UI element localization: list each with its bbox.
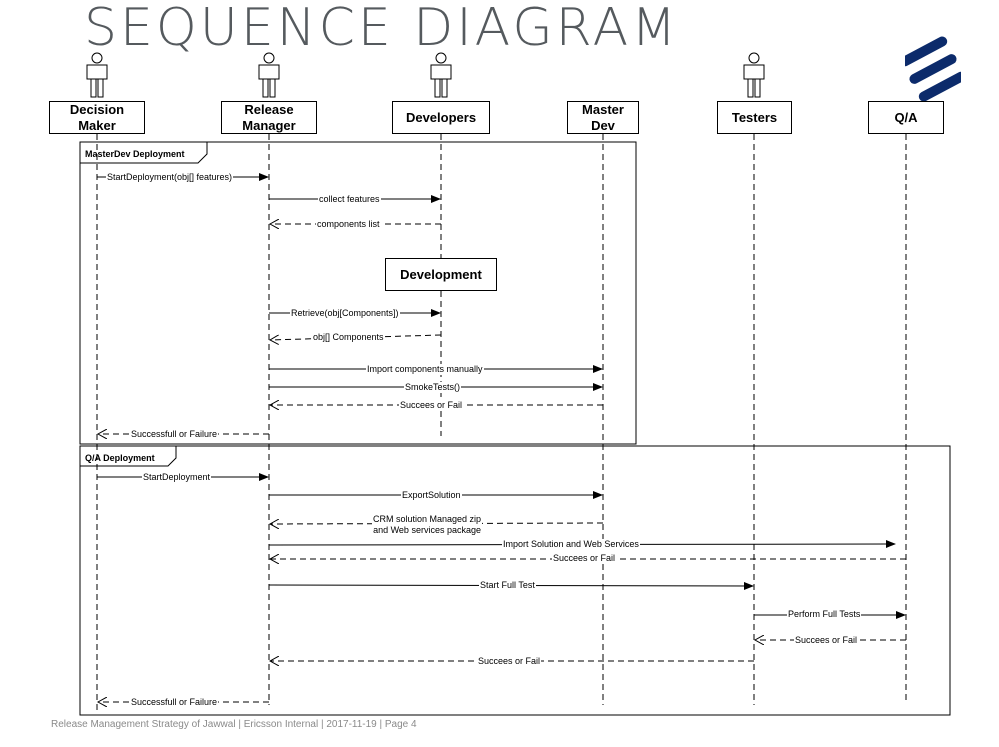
message-label: Succees or Fail	[552, 553, 617, 564]
message-label: Successfull or Failure	[130, 429, 219, 440]
actor-testers: Testers	[717, 101, 792, 134]
message-label: Succees or Fail	[477, 656, 542, 667]
actor-label: Testers	[731, 109, 778, 125]
message-label: Succees or Fail	[399, 400, 464, 411]
actor-icon	[743, 52, 765, 98]
actor-label: Decision Maker	[69, 101, 125, 133]
message-label: Perform Full Tests	[787, 609, 862, 620]
footer-text: Release Management Strategy of Jawwal | …	[51, 719, 417, 730]
message-label: components list	[316, 219, 381, 230]
ericsson-logo-icon	[905, 36, 961, 102]
actor-label: Master Dev	[582, 101, 624, 133]
message-label: StartDeployment	[142, 472, 212, 483]
message-label: Retrieve(obj[Components])	[290, 308, 400, 319]
message-label: collect features	[318, 194, 381, 205]
message-label: Successfull or Failure	[130, 697, 219, 708]
message-label: SmokeTests()	[404, 382, 462, 393]
fragment-tab-masterdev	[79, 142, 208, 164]
actor-qa: Q/A	[868, 101, 944, 134]
actor-decision-maker: Decision Maker	[49, 101, 145, 134]
actor-icon	[258, 52, 280, 98]
page-title: SEQUENCE DIAGRAM	[84, 0, 680, 58]
actor-label: Developers	[405, 109, 477, 125]
actor-master-dev: Master Dev	[567, 101, 639, 134]
actor-icon	[86, 52, 108, 98]
actor-developers: Developers	[392, 101, 490, 134]
message-label: StartDeployment(obj[] features)	[106, 172, 234, 183]
fragment-masterdev	[79, 141, 637, 445]
development-activity-box: Development	[385, 258, 497, 291]
fragment-qa	[79, 445, 951, 716]
activity-label: Development	[400, 267, 482, 282]
actor-label: Q/A	[894, 109, 918, 125]
fragment-label-qa: Q/A Deployment	[85, 453, 155, 463]
message-label: Start Full Test	[479, 580, 536, 591]
actor-icon	[430, 52, 452, 98]
actor-release-manager: Release Manager	[221, 101, 317, 134]
msg-line	[270, 523, 604, 524]
actor-label: Release Manager	[242, 101, 296, 133]
message-label: Import components manually	[366, 364, 484, 375]
message-label: CRM solution Managed zip and Web service…	[372, 514, 483, 536]
fragment-label-masterdev: MasterDev Deployment	[85, 149, 185, 159]
message-label: obj[] Components	[312, 332, 385, 343]
message-label: Import Solution and Web Services	[502, 539, 640, 550]
message-label: ExportSolution	[401, 490, 462, 501]
message-label: Succees or Fail	[794, 635, 859, 646]
fragment-tab-qa	[79, 446, 177, 467]
